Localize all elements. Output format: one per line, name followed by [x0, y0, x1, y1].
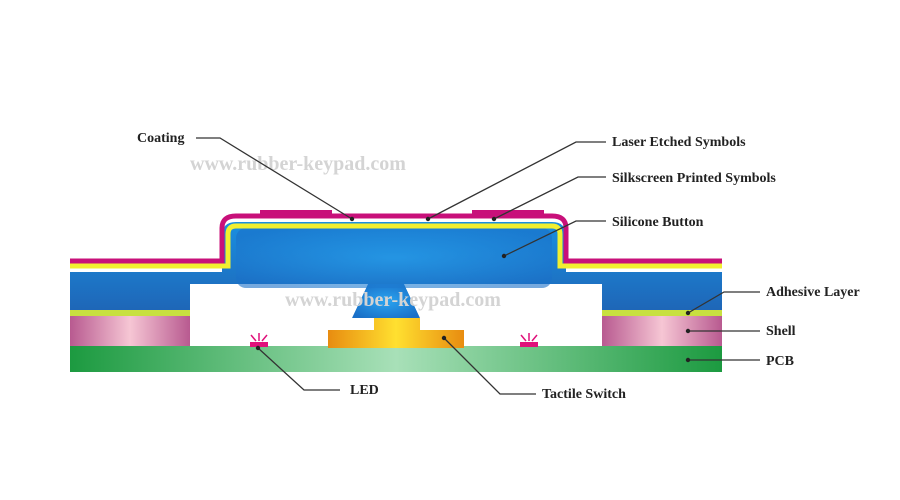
silicone-plunger [352, 284, 420, 318]
label-silkscreen-printed-symbols: Silkscreen Printed Symbols [612, 171, 776, 186]
leader-silicone [503, 220, 606, 257]
silkscreen-symbol-right [472, 210, 544, 216]
led-right [520, 333, 538, 347]
keypad-cavity [190, 284, 602, 346]
label-laser-etched-symbols: Laser Etched Symbols [612, 135, 746, 150]
tactile-switch [328, 318, 464, 348]
coating-layer [70, 213, 722, 264]
leader-laser [427, 141, 606, 220]
silkscreen-symbol-left [260, 210, 332, 216]
adhesive-layer-right [602, 310, 722, 316]
label-adhesive-layer: Adhesive Layer [766, 285, 860, 300]
silicone-button [236, 228, 552, 288]
label-shell: Shell [766, 324, 796, 339]
label-pcb: PCB [766, 354, 794, 369]
label-tactile-switch: Tactile Switch [542, 387, 626, 402]
shell-left [70, 316, 190, 346]
leader-adhesive [687, 291, 760, 314]
label-silicone-button: Silicone Button [612, 215, 704, 230]
adhesive-layer-left [70, 310, 190, 316]
label-led: LED [350, 383, 379, 398]
leader-tactile [443, 337, 536, 395]
watermark-top: www.rubber-keypad.com [190, 153, 406, 175]
led-left [250, 333, 268, 347]
leader-silkscreen [493, 176, 606, 220]
leader-coating [196, 137, 353, 220]
pcb-layer [70, 346, 722, 372]
label-coating: Coating [137, 131, 184, 146]
leader-led [257, 347, 340, 391]
yellow-layer [70, 223, 722, 269]
watermark-middle: www.rubber-keypad.com [285, 289, 501, 311]
